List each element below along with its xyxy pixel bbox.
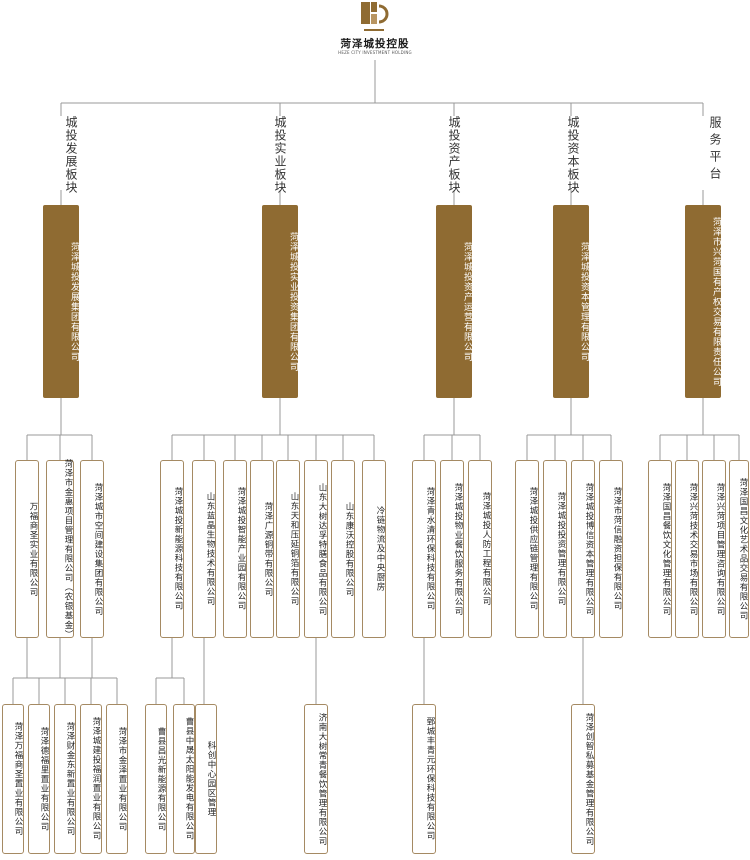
subsidiary-box-text: 菏泽市金惠项目管理有限公司（农银基金）	[63, 458, 73, 640]
subsidiary-box: 菏泽城投人防工程有限公司	[468, 460, 492, 638]
subsidiary-box: 菏泽城投博信资本管理有限公司	[571, 460, 595, 638]
section-label-development: 城投发展板块	[64, 116, 78, 194]
section-label-capital: 城投资本板块	[566, 116, 580, 194]
subsidiary-box: 菏泽城投投资管理有限公司	[543, 460, 567, 638]
sub-subsidiary-box: 菏泽城建投福润置业有限公司	[80, 704, 102, 854]
subsidiary-box: 菏泽国昌餐饮文化管理有限公司	[648, 460, 672, 638]
subsidiary-box: 菏泽城市空间建设集团有限公司	[80, 460, 104, 638]
subsidiary-box: 山东天和压延铜箔有限公司	[276, 460, 300, 638]
subsidiary-box: 菏泽国昌文化艺术品交易有限公司	[729, 460, 749, 638]
sub-subsidiary-box: 曹县中晟太阳能发电有限公司	[173, 704, 195, 854]
sub-subsidiary-box: 菏泽创智私募基金管理有限公司	[571, 704, 595, 854]
section-label-service: 服务平台	[708, 116, 722, 184]
heze-city-investment-logo-icon	[361, 2, 389, 31]
subsidiary-box: 菏泽青水清环保科技有限公司	[412, 460, 436, 638]
subsidiary-box: 菏泽城投物业餐饮服务有限公司	[440, 460, 464, 638]
subsidiary-box: 菏泽市金惠项目管理有限公司（农银基金）	[46, 458, 74, 640]
sub-subsidiary-box: 菏泽市金泽置业有限公司	[106, 704, 128, 854]
company-logo: 菏泽城投控股 HEZE CITY INVESTMENT HOLDING	[330, 0, 420, 60]
section-label-col-1: 城投资本板块	[566, 116, 580, 194]
subsidiary-box: 万福商圣实业有限公司	[15, 460, 39, 638]
sub-subsidiary-box: 济南大树常青餐饮管理有限公司	[304, 704, 328, 854]
subsidiary-box: 菏泽兴菏项目管理咨询有限公司	[702, 460, 726, 638]
group-box-assets: 菏泽城投资产运营有限公司	[436, 205, 472, 398]
subsidiary-box: 菏泽城投智能产业园有限公司	[223, 460, 247, 638]
section-label-assets: 城投资产板块	[447, 116, 461, 194]
subsidiary-box: 冷链物流及中央厨房	[362, 460, 386, 638]
sub-subsidiary-box: 科创中心园区管理	[195, 704, 217, 854]
group-box-service: 菏泽市兴菏国有产权交易有限责任公司	[685, 205, 721, 398]
logo-company-name: 菏泽城投控股	[340, 38, 410, 50]
subsidiary-box: 菏泽兴菏技术交易市场有限公司	[675, 460, 699, 638]
sub-subsidiary-box: 曹县昌光新能源有限公司	[145, 704, 167, 854]
sub-subsidiary-box: 鄄城丰青元环保科技有限公司	[412, 704, 436, 854]
sub-subsidiary-box: 菏泽德福里置业有限公司	[28, 704, 50, 854]
subsidiary-box: 菏泽市菏信融资担保有限公司	[599, 460, 623, 638]
subsidiary-box: 菏泽城投新能源科技有限公司	[160, 460, 184, 638]
subsidiary-box: 山东康沃控股有限公司	[331, 460, 355, 638]
group-box-development: 菏泽城投发展集团有限公司	[43, 205, 79, 398]
subsidiary-box: 山东大树达孚特膳食品有限公司	[304, 460, 328, 638]
sub-subsidiary-box: 菏泽万福商圣置业有限公司	[2, 704, 24, 854]
section-label-col-1: 城投实业板块	[273, 116, 287, 194]
section-label-col-1: 城投资产板块	[447, 116, 461, 194]
group-box-capital: 菏泽城投资本管理有限公司	[553, 205, 589, 398]
group-box-industry: 菏泽城投实业投资集团有限公司	[262, 205, 298, 398]
logo-english-name: HEZE CITY INVESTMENT HOLDING	[338, 50, 412, 55]
sub-subsidiary-box: 菏泽财金东新置业有限公司	[54, 704, 76, 854]
subsidiary-box: 菏泽广源铜带有限公司	[250, 460, 274, 638]
subsidiary-box: 菏泽城投供应链管理有限公司	[515, 460, 539, 638]
subsidiary-box: 山东蓝晶生物技术有限公司	[192, 460, 216, 638]
section-label-col-1: 城投发展板块	[64, 116, 78, 194]
section-label-industry: 城投实业板块	[273, 116, 287, 194]
section-label-col-1: 服务平台	[708, 116, 722, 184]
